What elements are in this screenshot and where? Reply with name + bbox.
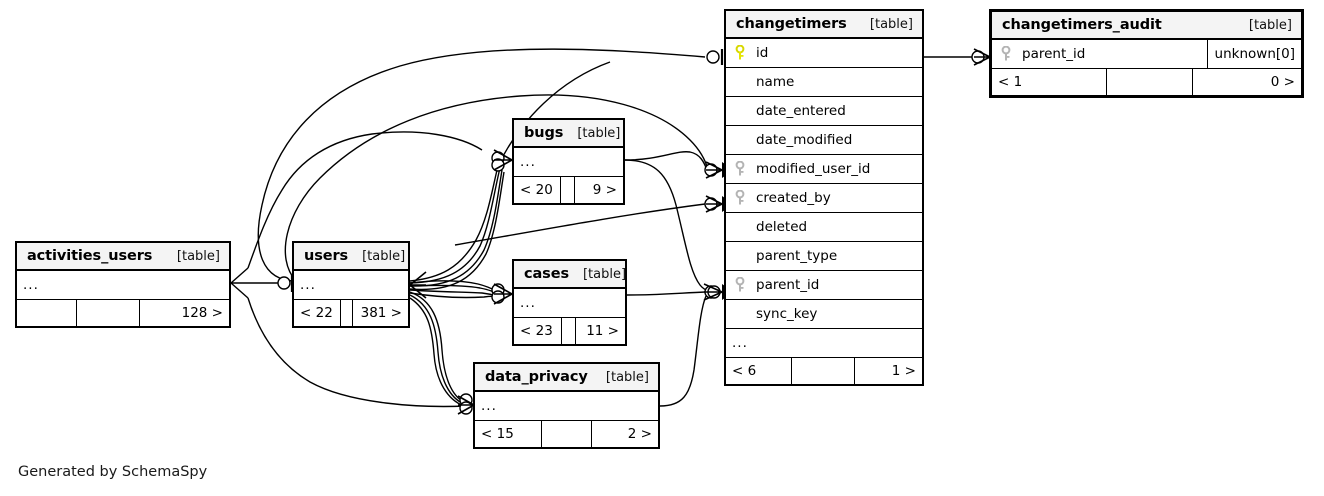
- column-name: deleted: [756, 219, 808, 235]
- footer-mid: [76, 300, 140, 326]
- column-row-date-modified[interactable]: date_modified: [726, 126, 922, 155]
- table-header-activities-users: activities_users [table]: [17, 243, 229, 271]
- footer-mid: [790, 358, 856, 384]
- column-name: date_modified: [756, 132, 853, 148]
- column-name: created_by: [756, 190, 831, 206]
- table-title: cases: [524, 266, 569, 282]
- table-kind-label: [table]: [869, 16, 913, 32]
- table-changetimers-audit[interactable]: changetimers_audit [table] parent_id unk…: [989, 9, 1304, 98]
- footer-right[interactable]: 128 >: [181, 305, 223, 321]
- column-name: parent_id: [756, 277, 820, 293]
- footer-left[interactable]: [17, 300, 76, 326]
- table-kind-label: [table]: [605, 369, 649, 385]
- table-title: users: [304, 248, 349, 264]
- table-header-changetimers-audit: changetimers_audit [table]: [992, 12, 1301, 40]
- footer-mid: [1106, 69, 1193, 95]
- table-header-cases: cases [table]: [514, 261, 627, 289]
- column-row-sync-key[interactable]: sync_key: [726, 300, 922, 329]
- column-type: unknown[0]: [1206, 40, 1301, 68]
- table-header-data-privacy: data_privacy [table]: [475, 364, 658, 392]
- table-users[interactable]: users [table] ... < 22 381 >: [292, 241, 410, 328]
- table-data-privacy[interactable]: data_privacy [table] ... < 15 2 >: [473, 362, 660, 449]
- more-columns-indicator[interactable]: ...: [726, 329, 922, 358]
- table-title: changetimers_audit: [1002, 17, 1162, 33]
- footer-left[interactable]: < 15: [481, 426, 514, 442]
- more-columns-indicator[interactable]: ...: [514, 148, 623, 177]
- table-bugs[interactable]: bugs [table] ... < 20 9 >: [512, 118, 625, 205]
- column-name: sync_key: [756, 306, 818, 322]
- footer-mid: [559, 177, 576, 203]
- column-row-parent-id[interactable]: parent_id unknown[0]: [992, 40, 1301, 69]
- footer-mid: [540, 421, 593, 447]
- footer-right[interactable]: 9 >: [592, 182, 617, 198]
- table-activities-users[interactable]: activities_users [table] ... 128 >: [15, 241, 231, 328]
- table-kind-label: [table]: [582, 266, 627, 282]
- column-name: parent_id: [1022, 46, 1086, 62]
- table-kind-label: [table]: [362, 248, 406, 264]
- table-kind-label: [table]: [577, 125, 621, 141]
- table-header-users: users [table]: [294, 243, 408, 271]
- more-columns-indicator[interactable]: ...: [514, 289, 625, 318]
- more-columns-indicator[interactable]: ...: [294, 271, 408, 300]
- column-name: modified_user_id: [756, 161, 871, 177]
- table-title: bugs: [524, 125, 564, 141]
- footer-left[interactable]: < 22: [300, 305, 333, 321]
- foreign-key-icon: [734, 277, 754, 293]
- column-row-id[interactable]: id: [726, 39, 922, 68]
- table-footer-bugs: < 20 9 >: [514, 177, 623, 203]
- foreign-key-icon: [734, 161, 754, 177]
- table-footer-changetimers-audit: < 1 0 >: [992, 69, 1301, 95]
- column-name: date_entered: [756, 103, 846, 119]
- generated-by-credit: Generated by SchemaSpy: [18, 464, 208, 480]
- column-row-parent-id[interactable]: parent_id: [726, 271, 922, 300]
- table-footer-cases: < 23 11 >: [514, 318, 625, 344]
- primary-key-icon: [734, 45, 754, 61]
- table-kind-label: [table]: [176, 248, 220, 264]
- footer-right[interactable]: 0 >: [1270, 74, 1295, 90]
- table-changetimers[interactable]: changetimers [table] id name date_entere…: [724, 9, 924, 386]
- more-columns-indicator[interactable]: ...: [17, 271, 229, 300]
- table-title: data_privacy: [485, 369, 588, 385]
- column-row-deleted[interactable]: deleted: [726, 213, 922, 242]
- footer-right[interactable]: 2 >: [627, 426, 652, 442]
- footer-left[interactable]: < 6: [732, 363, 757, 379]
- table-footer-changetimers: < 6 1 >: [726, 358, 922, 384]
- column-row-date-entered[interactable]: date_entered: [726, 97, 922, 126]
- footer-right[interactable]: 11 >: [586, 323, 619, 339]
- foreign-key-icon: [734, 190, 754, 206]
- more-columns-indicator[interactable]: ...: [475, 392, 658, 421]
- table-footer-data-privacy: < 15 2 >: [475, 421, 658, 447]
- footer-left[interactable]: < 23: [520, 323, 553, 339]
- footer-right[interactable]: 1 >: [891, 363, 916, 379]
- table-title: changetimers: [736, 16, 847, 32]
- footer-mid: [339, 300, 354, 326]
- table-header-bugs: bugs [table]: [514, 120, 623, 148]
- footer-left[interactable]: < 20: [520, 182, 553, 198]
- column-row-created-by[interactable]: created_by: [726, 184, 922, 213]
- table-footer-users: < 22 381 >: [294, 300, 408, 326]
- column-row-parent-type[interactable]: parent_type: [726, 242, 922, 271]
- table-cases[interactable]: cases [table] ... < 23 11 >: [512, 259, 627, 346]
- foreign-key-icon: [1000, 46, 1020, 62]
- table-footer-activities-users: 128 >: [17, 300, 229, 326]
- footer-left[interactable]: < 1: [998, 74, 1023, 90]
- column-row-modified-user-id[interactable]: modified_user_id: [726, 155, 922, 184]
- column-name: id: [756, 45, 769, 61]
- footer-right[interactable]: 381 >: [360, 305, 402, 321]
- table-kind-label: [table]: [1248, 17, 1292, 33]
- column-row-name[interactable]: name: [726, 68, 922, 97]
- table-title: activities_users: [27, 248, 153, 264]
- column-name: parent_type: [756, 248, 838, 264]
- column-name: name: [756, 74, 795, 90]
- footer-mid: [560, 318, 577, 344]
- table-header-changetimers: changetimers [table]: [726, 11, 922, 39]
